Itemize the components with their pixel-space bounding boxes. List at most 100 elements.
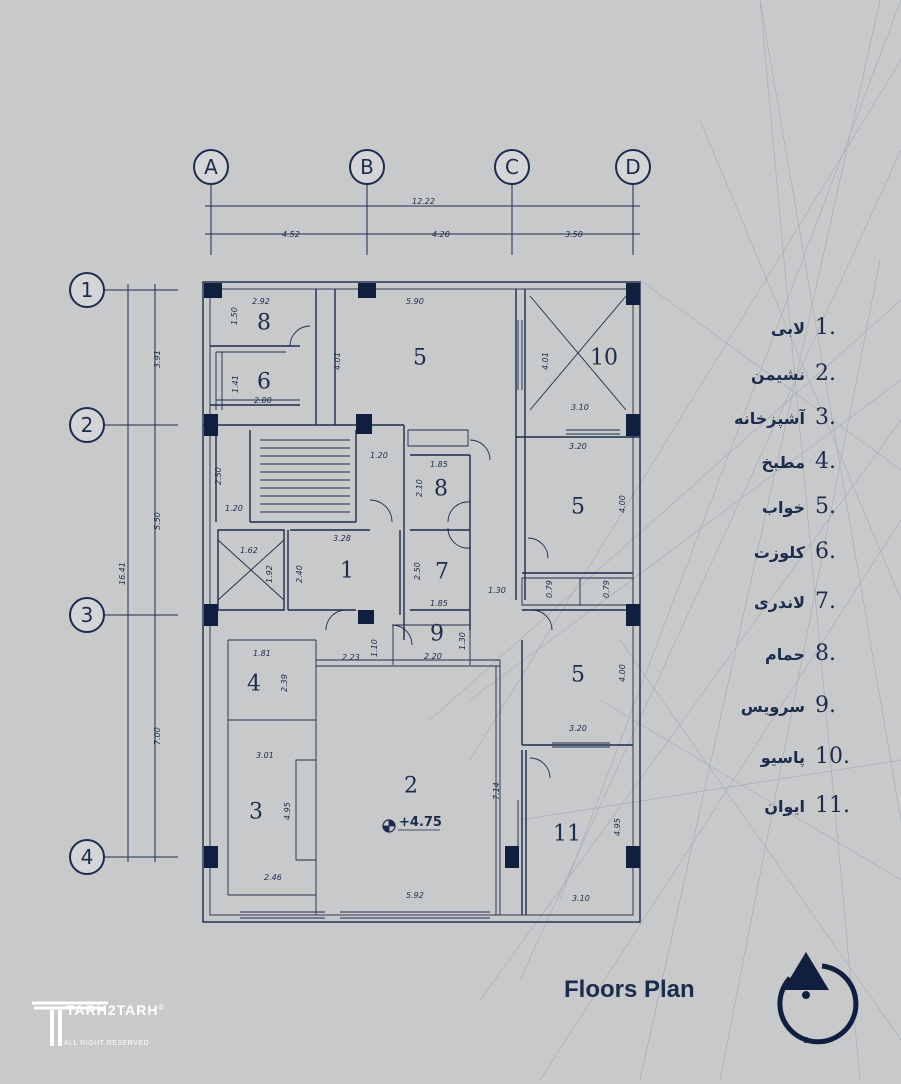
level-label: +4.75 — [399, 815, 442, 830]
room-dim: 1.20 — [370, 451, 388, 460]
room-dim: 2.50 — [214, 467, 223, 485]
room-number: 11 — [553, 822, 581, 847]
room-dim: 2.23 — [342, 653, 360, 662]
legend-number: 2. — [815, 361, 836, 386]
legend-label: نشیمن — [751, 365, 805, 384]
legend-label: سرویس — [741, 697, 805, 716]
room-dim: 3.10 — [572, 894, 590, 903]
logo-icon — [32, 1001, 108, 1046]
legend-number: 3. — [815, 405, 836, 430]
logo-wordmark: TARH2TARH© — [36, 1002, 165, 1018]
legend-label: پاسیو — [760, 748, 805, 768]
logo-tagline: ALL RIGHT RESERVED — [64, 1040, 150, 1047]
room-dim: 5.92 — [406, 891, 424, 900]
room-dim: 1.81 — [253, 649, 271, 658]
level-marker-icon — [382, 819, 440, 833]
room-number: 7 — [435, 560, 449, 585]
north-arrow-icon — [777, 952, 859, 1045]
dim-left-part-2: 5.50 — [153, 512, 162, 530]
room-dim: 5.90 — [406, 297, 424, 306]
room-dim: 0.79 — [545, 580, 554, 598]
room-dim: 3.10 — [571, 403, 589, 412]
axis-label-b: B — [360, 155, 374, 179]
axis-label-3: 3 — [81, 603, 94, 627]
room-number: 10 — [590, 346, 618, 371]
room-dim: 1.20 — [225, 504, 243, 513]
room-dim: 2.46 — [264, 873, 282, 882]
building-walls — [202, 281, 641, 923]
legend-label: لابی — [771, 319, 805, 338]
room-number: 5 — [571, 495, 585, 520]
legend-number: 10. — [815, 744, 850, 769]
legend-number: 1. — [815, 315, 836, 340]
room-dim: 1.41 — [231, 375, 240, 393]
room-number: 6 — [257, 370, 271, 395]
legend-label: ایوان — [764, 797, 805, 816]
legend-label: لاندری — [754, 593, 805, 612]
dim-top-part-3: 3.50 — [565, 230, 583, 239]
decorative-lines — [429, 0, 901, 1081]
room-dim: 2.10 — [415, 479, 424, 497]
axis-label-c: C — [505, 155, 519, 179]
room-dim: 3.20 — [569, 442, 587, 451]
room-number: 5 — [571, 663, 585, 688]
legend-label: حمام — [765, 645, 805, 664]
legend-label: کلوزت — [754, 543, 806, 562]
legend-number: 9. — [815, 693, 836, 718]
room-dim: 2.20 — [424, 652, 442, 661]
logo-name: TARH2TARH — [66, 1002, 159, 1018]
legend-number: 5. — [815, 494, 836, 519]
room-dim: 4.00 — [618, 664, 627, 682]
room-number: 9 — [430, 622, 444, 647]
room-legend: لابی 1. نشیمن 2. آشپزخانه 3. مطبخ 4. خوا… — [734, 315, 850, 818]
room-dim: 4.00 — [618, 495, 627, 513]
room-dim: 1.85 — [430, 460, 448, 469]
room-dim: 4.95 — [283, 802, 292, 820]
axis-label-1: 1 — [81, 278, 94, 302]
legend-number: 11. — [815, 793, 850, 818]
room-dim: 1.30 — [488, 586, 506, 595]
legend-number: 6. — [815, 539, 836, 564]
plan-title: Floors Plan — [564, 976, 695, 1003]
room-dim: 7.14 — [492, 782, 501, 800]
logo-copyright: © — [158, 1004, 165, 1012]
room-dim: 1.30 — [458, 632, 467, 650]
room-number: 8 — [434, 477, 448, 502]
axis-label-2: 2 — [81, 413, 94, 437]
axis-label-4: 4 — [81, 845, 94, 869]
dim-top-part-2: 4.20 — [432, 230, 450, 239]
room-dim: 1.85 — [430, 599, 448, 608]
room-dim: 1.62 — [240, 546, 258, 555]
structural-columns — [204, 283, 640, 868]
room-dim: 0.79 — [602, 580, 611, 598]
dim-left-part-1: 3.91 — [153, 350, 162, 368]
room-number: 1 — [340, 559, 354, 584]
room-dim: 3.28 — [333, 534, 351, 543]
room-number: 4 — [247, 672, 261, 697]
room-labels: 8 6 5 10 8 5 1 7 9 4 5 2 3 11 — [247, 311, 618, 847]
axis-label-a: A — [204, 155, 218, 179]
room-dim: 1.50 — [230, 307, 239, 325]
legend-number: 4. — [815, 449, 836, 474]
room-number: 2 — [404, 774, 418, 799]
room-dim: 3.20 — [569, 724, 587, 733]
legend-number: 8. — [815, 641, 836, 666]
room-dimensions: 2.92 1.50 5.90 4.01 4.01 3.10 1.41 2.00 … — [214, 297, 627, 903]
dim-top-total: 12.22 — [412, 197, 435, 206]
room-number: 3 — [249, 800, 263, 825]
grid-axes-left: 1 2 3 4 16.41 3.91 5.50 7.00 — [69, 272, 178, 875]
room-dim: 4.95 — [613, 818, 622, 836]
axis-label-d: D — [625, 155, 640, 179]
room-dim: 4.01 — [541, 352, 550, 370]
room-dim: 2.40 — [295, 565, 304, 583]
dim-top-part-1: 4.52 — [282, 230, 300, 239]
room-dim: 4.01 — [333, 352, 342, 370]
room-dim: 2.50 — [413, 562, 422, 580]
room-dim: 1.10 — [370, 639, 379, 657]
room-number: 8 — [257, 311, 271, 336]
room-dim: 3.01 — [256, 751, 274, 760]
room-dim: 2.00 — [254, 396, 272, 405]
dim-left-part-3: 7.00 — [153, 727, 162, 745]
